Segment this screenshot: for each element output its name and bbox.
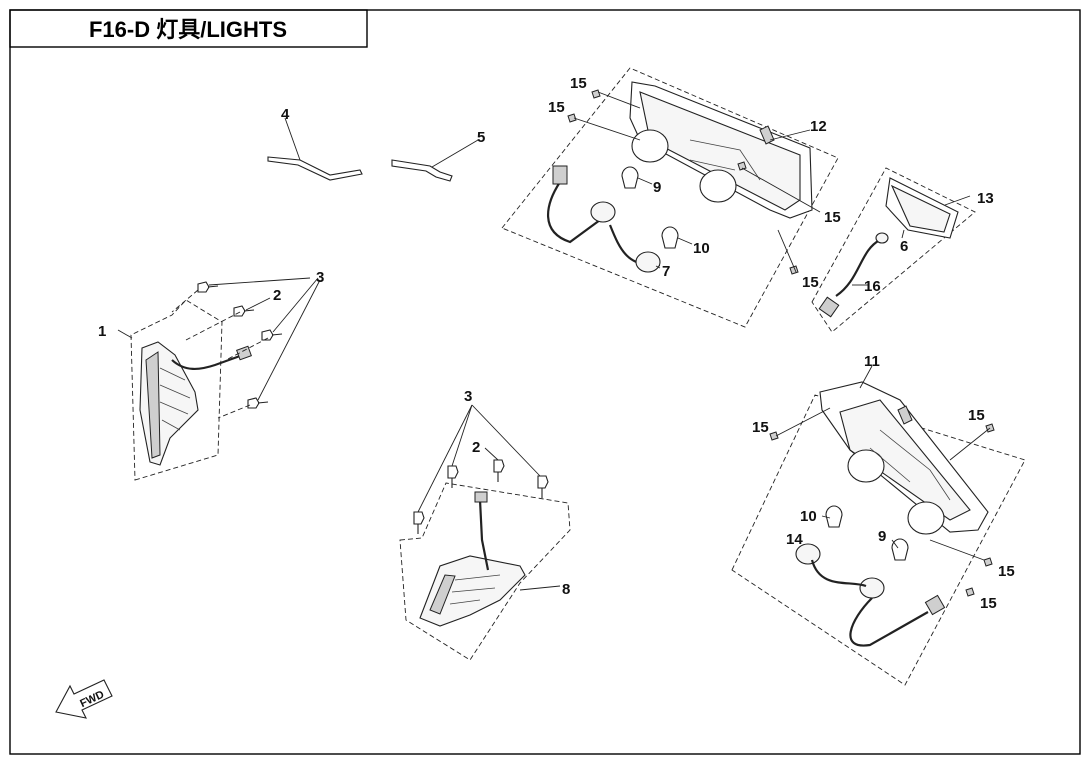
fwd-arrow-icon: FWD (55, 679, 113, 719)
callout-1: 1 (98, 323, 106, 340)
callout-15: 15 (968, 407, 985, 424)
callout-4: 4 (281, 106, 290, 123)
callout-3: 3 (316, 269, 324, 286)
callout-2: 2 (273, 287, 281, 304)
callout-5: 5 (477, 129, 485, 146)
part-13-plate-light (811, 167, 976, 333)
part-8-rear-light (399, 404, 571, 661)
callout-10: 10 (800, 508, 817, 525)
callout-12: 12 (810, 118, 827, 135)
title-box (9, 9, 368, 48)
callout-10: 10 (693, 240, 710, 257)
callout-9: 9 (653, 179, 661, 196)
callout-3: 3 (464, 388, 472, 405)
part-11-headlight-right (731, 365, 1026, 686)
page-title: F16-D 灯具/LIGHTS (89, 17, 287, 42)
callout-16: 16 (864, 278, 881, 295)
outer-frame (9, 9, 1081, 755)
part-5-bracket (391, 139, 479, 182)
callout-6: 6 (900, 238, 908, 255)
part-4-rod (267, 117, 363, 181)
callout-7: 7 (662, 263, 670, 280)
bolt-group-left (171, 277, 321, 419)
callout-15: 15 (824, 209, 841, 226)
callout-15: 15 (752, 419, 769, 436)
callout-13: 13 (977, 190, 994, 207)
callout-15: 15 (998, 563, 1015, 580)
callout-15: 15 (548, 99, 565, 116)
callout-11: 11 (864, 353, 880, 370)
callout-15: 15 (980, 595, 997, 612)
part-1-front-light-left (117, 299, 252, 481)
callout-15: 15 (802, 274, 819, 291)
callout-14: 14 (786, 531, 803, 548)
callout-8: 8 (562, 581, 570, 598)
callout-9: 9 (878, 528, 886, 545)
callout-2: 2 (472, 439, 480, 456)
callout-15: 15 (570, 75, 587, 92)
part-12-headlight (501, 67, 839, 328)
